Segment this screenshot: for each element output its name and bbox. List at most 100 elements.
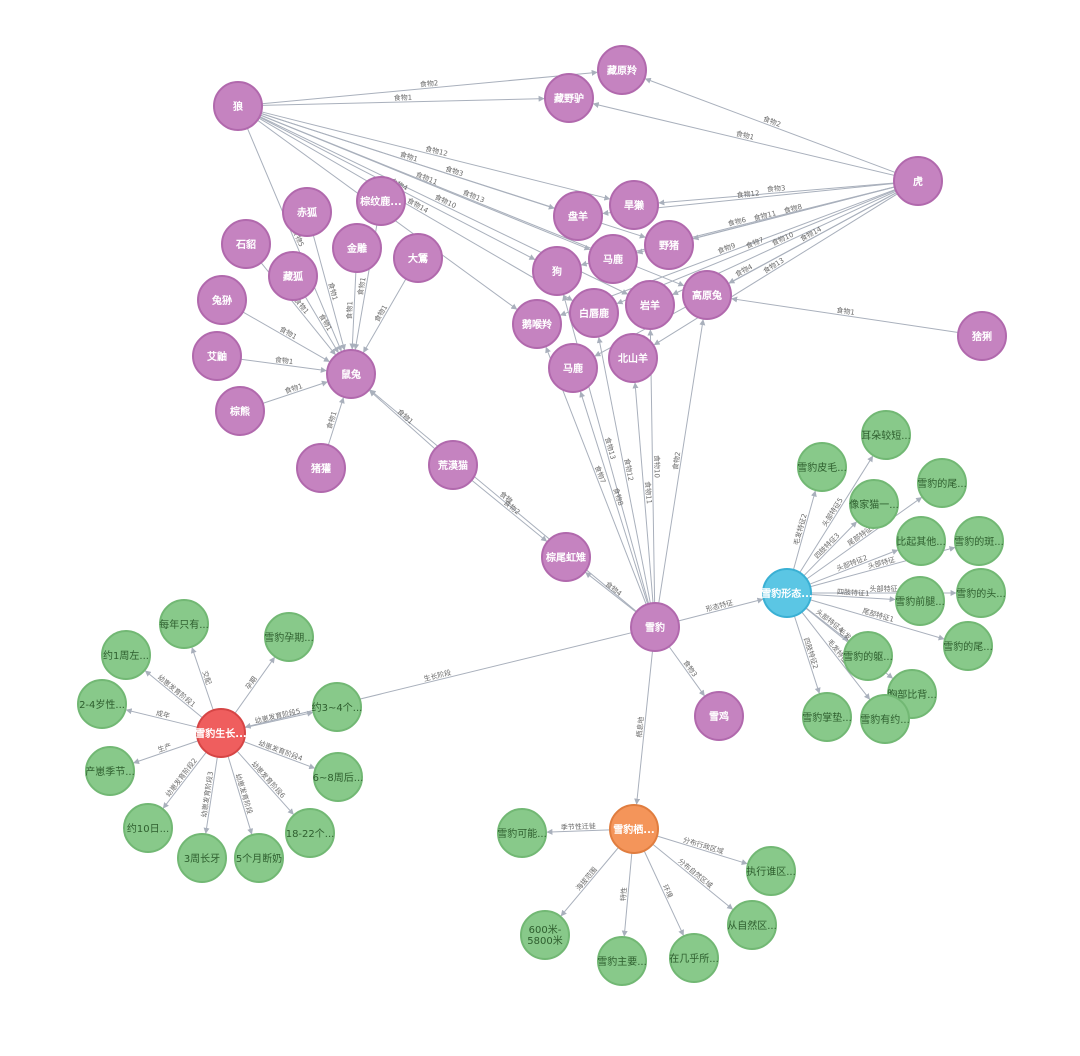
graph-node-zangyelv[interactable]: 藏野驴 bbox=[544, 73, 594, 123]
graph-node-aiyou[interactable]: 艾鼬 bbox=[192, 331, 242, 381]
graph-node-h2[interactable]: 执行谁区... bbox=[746, 846, 796, 896]
graph-node-h5[interactable]: 雪豹主要... bbox=[597, 936, 647, 986]
node-circle[interactable] bbox=[727, 900, 777, 950]
node-circle[interactable] bbox=[332, 223, 382, 273]
graph-node-huangmomao[interactable]: 荒漠猫 bbox=[428, 440, 478, 490]
graph-node-zongwen[interactable]: 棕纹鹿... bbox=[356, 176, 406, 226]
graph-node-zongxiong[interactable]: 棕熊 bbox=[215, 386, 265, 436]
node-circle[interactable] bbox=[215, 386, 265, 436]
node-circle[interactable] bbox=[569, 288, 619, 338]
graph-node-malu[interactable]: 马鹿 bbox=[588, 234, 638, 284]
node-circle[interactable] bbox=[625, 280, 675, 330]
graph-node-yezhu[interactable]: 野猪 bbox=[644, 220, 694, 270]
node-circle[interactable] bbox=[608, 333, 658, 383]
node-circle[interactable] bbox=[544, 73, 594, 123]
node-circle[interactable] bbox=[213, 81, 263, 131]
graph-node-dadiao[interactable]: 大鵟 bbox=[393, 233, 443, 283]
node-circle[interactable] bbox=[159, 599, 209, 649]
graph-node-g1[interactable]: 每年只有... bbox=[159, 599, 209, 649]
graph-node-lang[interactable]: 狼 bbox=[213, 81, 263, 131]
graph-node-g10[interactable]: 3周长牙 bbox=[177, 833, 227, 883]
node-circle[interactable] bbox=[956, 568, 1006, 618]
node-circle[interactable] bbox=[797, 442, 847, 492]
node-circle[interactable] bbox=[861, 410, 911, 460]
node-circle[interactable] bbox=[512, 299, 562, 349]
node-circle[interactable] bbox=[630, 602, 680, 652]
graph-node-h6[interactable]: 在几乎所... bbox=[669, 933, 719, 983]
node-circle[interactable] bbox=[694, 691, 744, 741]
graph-node-m13[interactable]: 雪豹有约... bbox=[860, 694, 910, 744]
graph-node-m12[interactable]: 雪豹掌垫... bbox=[802, 692, 852, 742]
node-circle[interactable] bbox=[520, 910, 570, 960]
node-circle[interactable] bbox=[221, 219, 271, 269]
graph-node-m7[interactable]: 雪豹前腿... bbox=[895, 576, 945, 626]
node-circle[interactable] bbox=[802, 692, 852, 742]
node-circle[interactable] bbox=[428, 440, 478, 490]
graph-node-g4[interactable]: 约3~4个... bbox=[312, 682, 363, 732]
node-circle[interactable] bbox=[849, 479, 899, 529]
graph-node-growth[interactable]: 雪豹生长... bbox=[195, 708, 247, 758]
node-circle[interactable] bbox=[312, 682, 362, 732]
graph-node-m8[interactable]: 雪豹的头... bbox=[956, 568, 1006, 618]
node-circle[interactable] bbox=[85, 746, 135, 796]
node-circle[interactable] bbox=[101, 630, 151, 680]
graph-node-chihu[interactable]: 赤狐 bbox=[282, 187, 332, 237]
graph-node-m4[interactable]: 像家猫一... bbox=[849, 479, 899, 529]
graph-node-morph[interactable]: 雪豹形态... bbox=[761, 568, 813, 618]
node-circle[interactable] bbox=[843, 631, 893, 681]
graph-node-baichunlu[interactable]: 白唇鹿 bbox=[569, 288, 619, 338]
node-circle[interactable] bbox=[541, 532, 591, 582]
node-circle[interactable] bbox=[356, 176, 406, 226]
graph-node-zhuli[interactable]: 猪獾 bbox=[296, 443, 346, 493]
graph-node-shehu[interactable]: 猞猁 bbox=[957, 311, 1007, 361]
graph-node-m9[interactable]: 雪豹的尾... bbox=[943, 621, 993, 671]
node-circle[interactable] bbox=[497, 808, 547, 858]
node-circle[interactable] bbox=[268, 251, 318, 301]
node-circle[interactable] bbox=[597, 45, 647, 95]
graph-node-h3[interactable]: 从自然区... bbox=[727, 900, 777, 950]
node-circle[interactable] bbox=[609, 804, 659, 854]
graph-node-hanta[interactable]: 旱獭 bbox=[609, 180, 659, 230]
graph-node-m10[interactable]: 雪豹的躯... bbox=[843, 631, 893, 681]
graph-node-ehouling[interactable]: 鹅喉羚 bbox=[512, 299, 562, 349]
node-circle[interactable] bbox=[588, 234, 638, 284]
graph-node-gou[interactable]: 狗 bbox=[532, 246, 582, 296]
node-circle[interactable] bbox=[746, 846, 796, 896]
graph-node-g8[interactable]: 约10日... bbox=[123, 803, 173, 853]
graph-node-yanyang[interactable]: 岩羊 bbox=[625, 280, 675, 330]
node-circle[interactable] bbox=[669, 933, 719, 983]
node-circle[interactable] bbox=[954, 516, 1004, 566]
node-circle[interactable] bbox=[957, 311, 1007, 361]
node-circle[interactable] bbox=[393, 233, 443, 283]
graph-node-h4[interactable]: 600米-5800米 bbox=[520, 910, 570, 960]
graph-node-ma[interactable]: 马鹿 bbox=[548, 343, 598, 393]
graph-node-zongweihong[interactable]: 棕尾虹雉 bbox=[541, 532, 591, 582]
graph-node-g5[interactable]: 2-4岁性... bbox=[77, 679, 127, 729]
graph-node-shiling[interactable]: 石貂 bbox=[221, 219, 271, 269]
graph-node-g9[interactable]: 18-22个... bbox=[285, 808, 335, 858]
graph-node-gaoyuantu[interactable]: 高原兔 bbox=[682, 270, 732, 320]
node-circle[interactable] bbox=[197, 275, 247, 325]
graph-node-hu[interactable]: 虎 bbox=[893, 156, 943, 206]
node-circle[interactable] bbox=[943, 621, 993, 671]
graph-node-xueji[interactable]: 雪鸡 bbox=[694, 691, 744, 741]
node-circle[interactable] bbox=[553, 191, 603, 241]
node-circle[interactable] bbox=[264, 612, 314, 662]
graph-node-g7[interactable]: 6~8周后... bbox=[313, 752, 364, 802]
graph-node-beishanyang[interactable]: 北山羊 bbox=[608, 333, 658, 383]
graph-node-g2[interactable]: 雪豹孕期... bbox=[264, 612, 314, 662]
node-circle[interactable] bbox=[77, 679, 127, 729]
node-circle[interactable] bbox=[896, 516, 946, 566]
node-circle[interactable] bbox=[313, 752, 363, 802]
node-circle[interactable] bbox=[282, 187, 332, 237]
node-circle[interactable] bbox=[597, 936, 647, 986]
node-circle[interactable] bbox=[326, 349, 376, 399]
node-circle[interactable] bbox=[609, 180, 659, 230]
graph-node-m3[interactable]: 雪豹的尾... bbox=[917, 458, 967, 508]
graph-node-shutu[interactable]: 鼠兔 bbox=[326, 349, 376, 399]
graph-node-xuebao[interactable]: 雪豹 bbox=[630, 602, 680, 652]
node-circle[interactable] bbox=[762, 568, 812, 618]
node-circle[interactable] bbox=[644, 220, 694, 270]
graph-node-m6[interactable]: 雪豹的斑... bbox=[954, 516, 1004, 566]
node-circle[interactable] bbox=[196, 708, 246, 758]
